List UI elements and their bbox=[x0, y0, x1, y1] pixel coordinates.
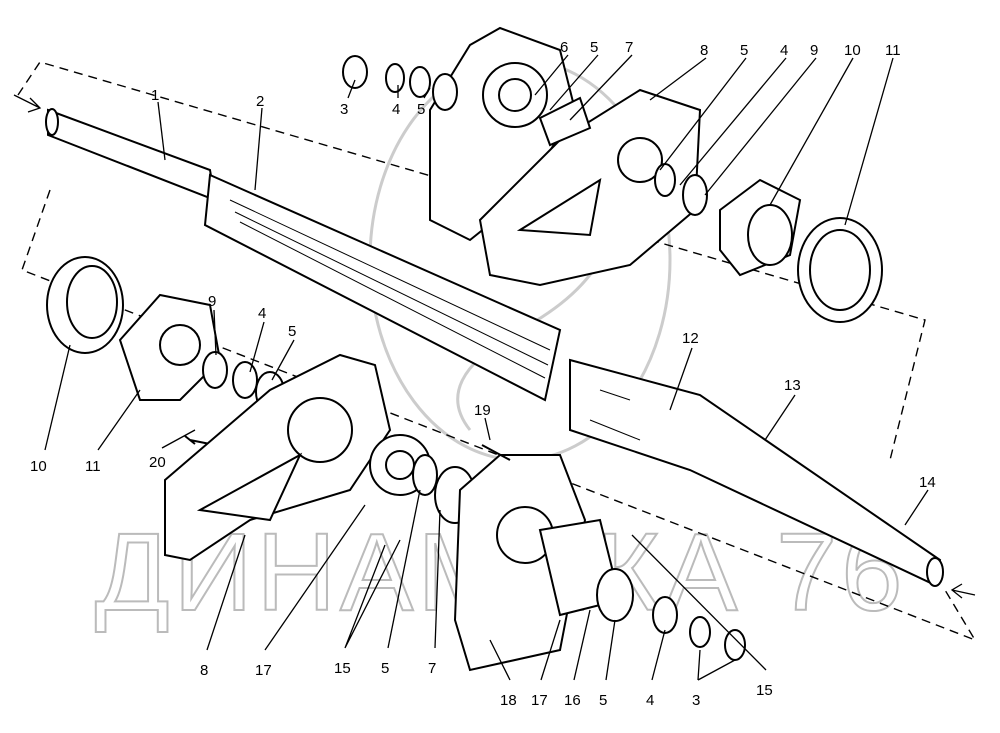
callout-5: 5 bbox=[590, 39, 598, 56]
callout-15: 15 bbox=[756, 682, 773, 699]
upper-small-parts bbox=[342, 55, 883, 323]
callout-15: 15 bbox=[334, 660, 351, 677]
upper-bracket bbox=[429, 26, 702, 287]
callout-2: 2 bbox=[256, 93, 264, 110]
callout-5: 5 bbox=[417, 101, 425, 118]
callout-4: 4 bbox=[780, 42, 788, 59]
callout-3: 3 bbox=[340, 101, 348, 118]
callout-5: 5 bbox=[599, 692, 607, 709]
leader-lines bbox=[44, 54, 929, 681]
callout-4: 4 bbox=[646, 692, 654, 709]
callout-17: 17 bbox=[531, 692, 548, 709]
callout-16: 16 bbox=[564, 692, 581, 709]
callout-labels: 1 2 3 4 5 6 5 7 8 5 4 9 10 11 9 4 5 10 1… bbox=[30, 39, 936, 709]
callout-10: 10 bbox=[30, 458, 47, 475]
callout-7: 7 bbox=[625, 39, 633, 56]
callout-19: 19 bbox=[474, 402, 491, 419]
arrow-icon bbox=[13, 94, 42, 113]
callout-3: 3 bbox=[692, 692, 700, 709]
arrow-icon bbox=[950, 583, 976, 599]
callout-17: 17 bbox=[255, 662, 272, 679]
callout-1: 1 bbox=[151, 87, 159, 104]
callout-4: 4 bbox=[258, 305, 266, 322]
callout-5: 5 bbox=[381, 660, 389, 677]
lower-bracket bbox=[164, 353, 746, 672]
callout-5: 5 bbox=[740, 42, 748, 59]
callout-11: 11 bbox=[85, 458, 101, 475]
callout-9: 9 bbox=[208, 293, 216, 310]
callout-13: 13 bbox=[784, 377, 801, 394]
callout-5: 5 bbox=[288, 323, 296, 340]
callout-8: 8 bbox=[700, 42, 708, 59]
callout-4: 4 bbox=[392, 101, 400, 118]
callout-10: 10 bbox=[844, 42, 861, 59]
callout-20: 20 bbox=[149, 454, 166, 471]
callout-11: 11 bbox=[885, 42, 901, 59]
left-small-parts bbox=[46, 256, 285, 446]
callout-12: 12 bbox=[682, 330, 699, 347]
callout-18: 18 bbox=[500, 692, 517, 709]
callout-9: 9 bbox=[810, 42, 818, 59]
callout-6: 6 bbox=[560, 39, 568, 56]
callout-8: 8 bbox=[200, 662, 208, 679]
shaft bbox=[45, 108, 944, 587]
callout-7: 7 bbox=[428, 660, 436, 677]
callout-14: 14 bbox=[919, 474, 936, 491]
